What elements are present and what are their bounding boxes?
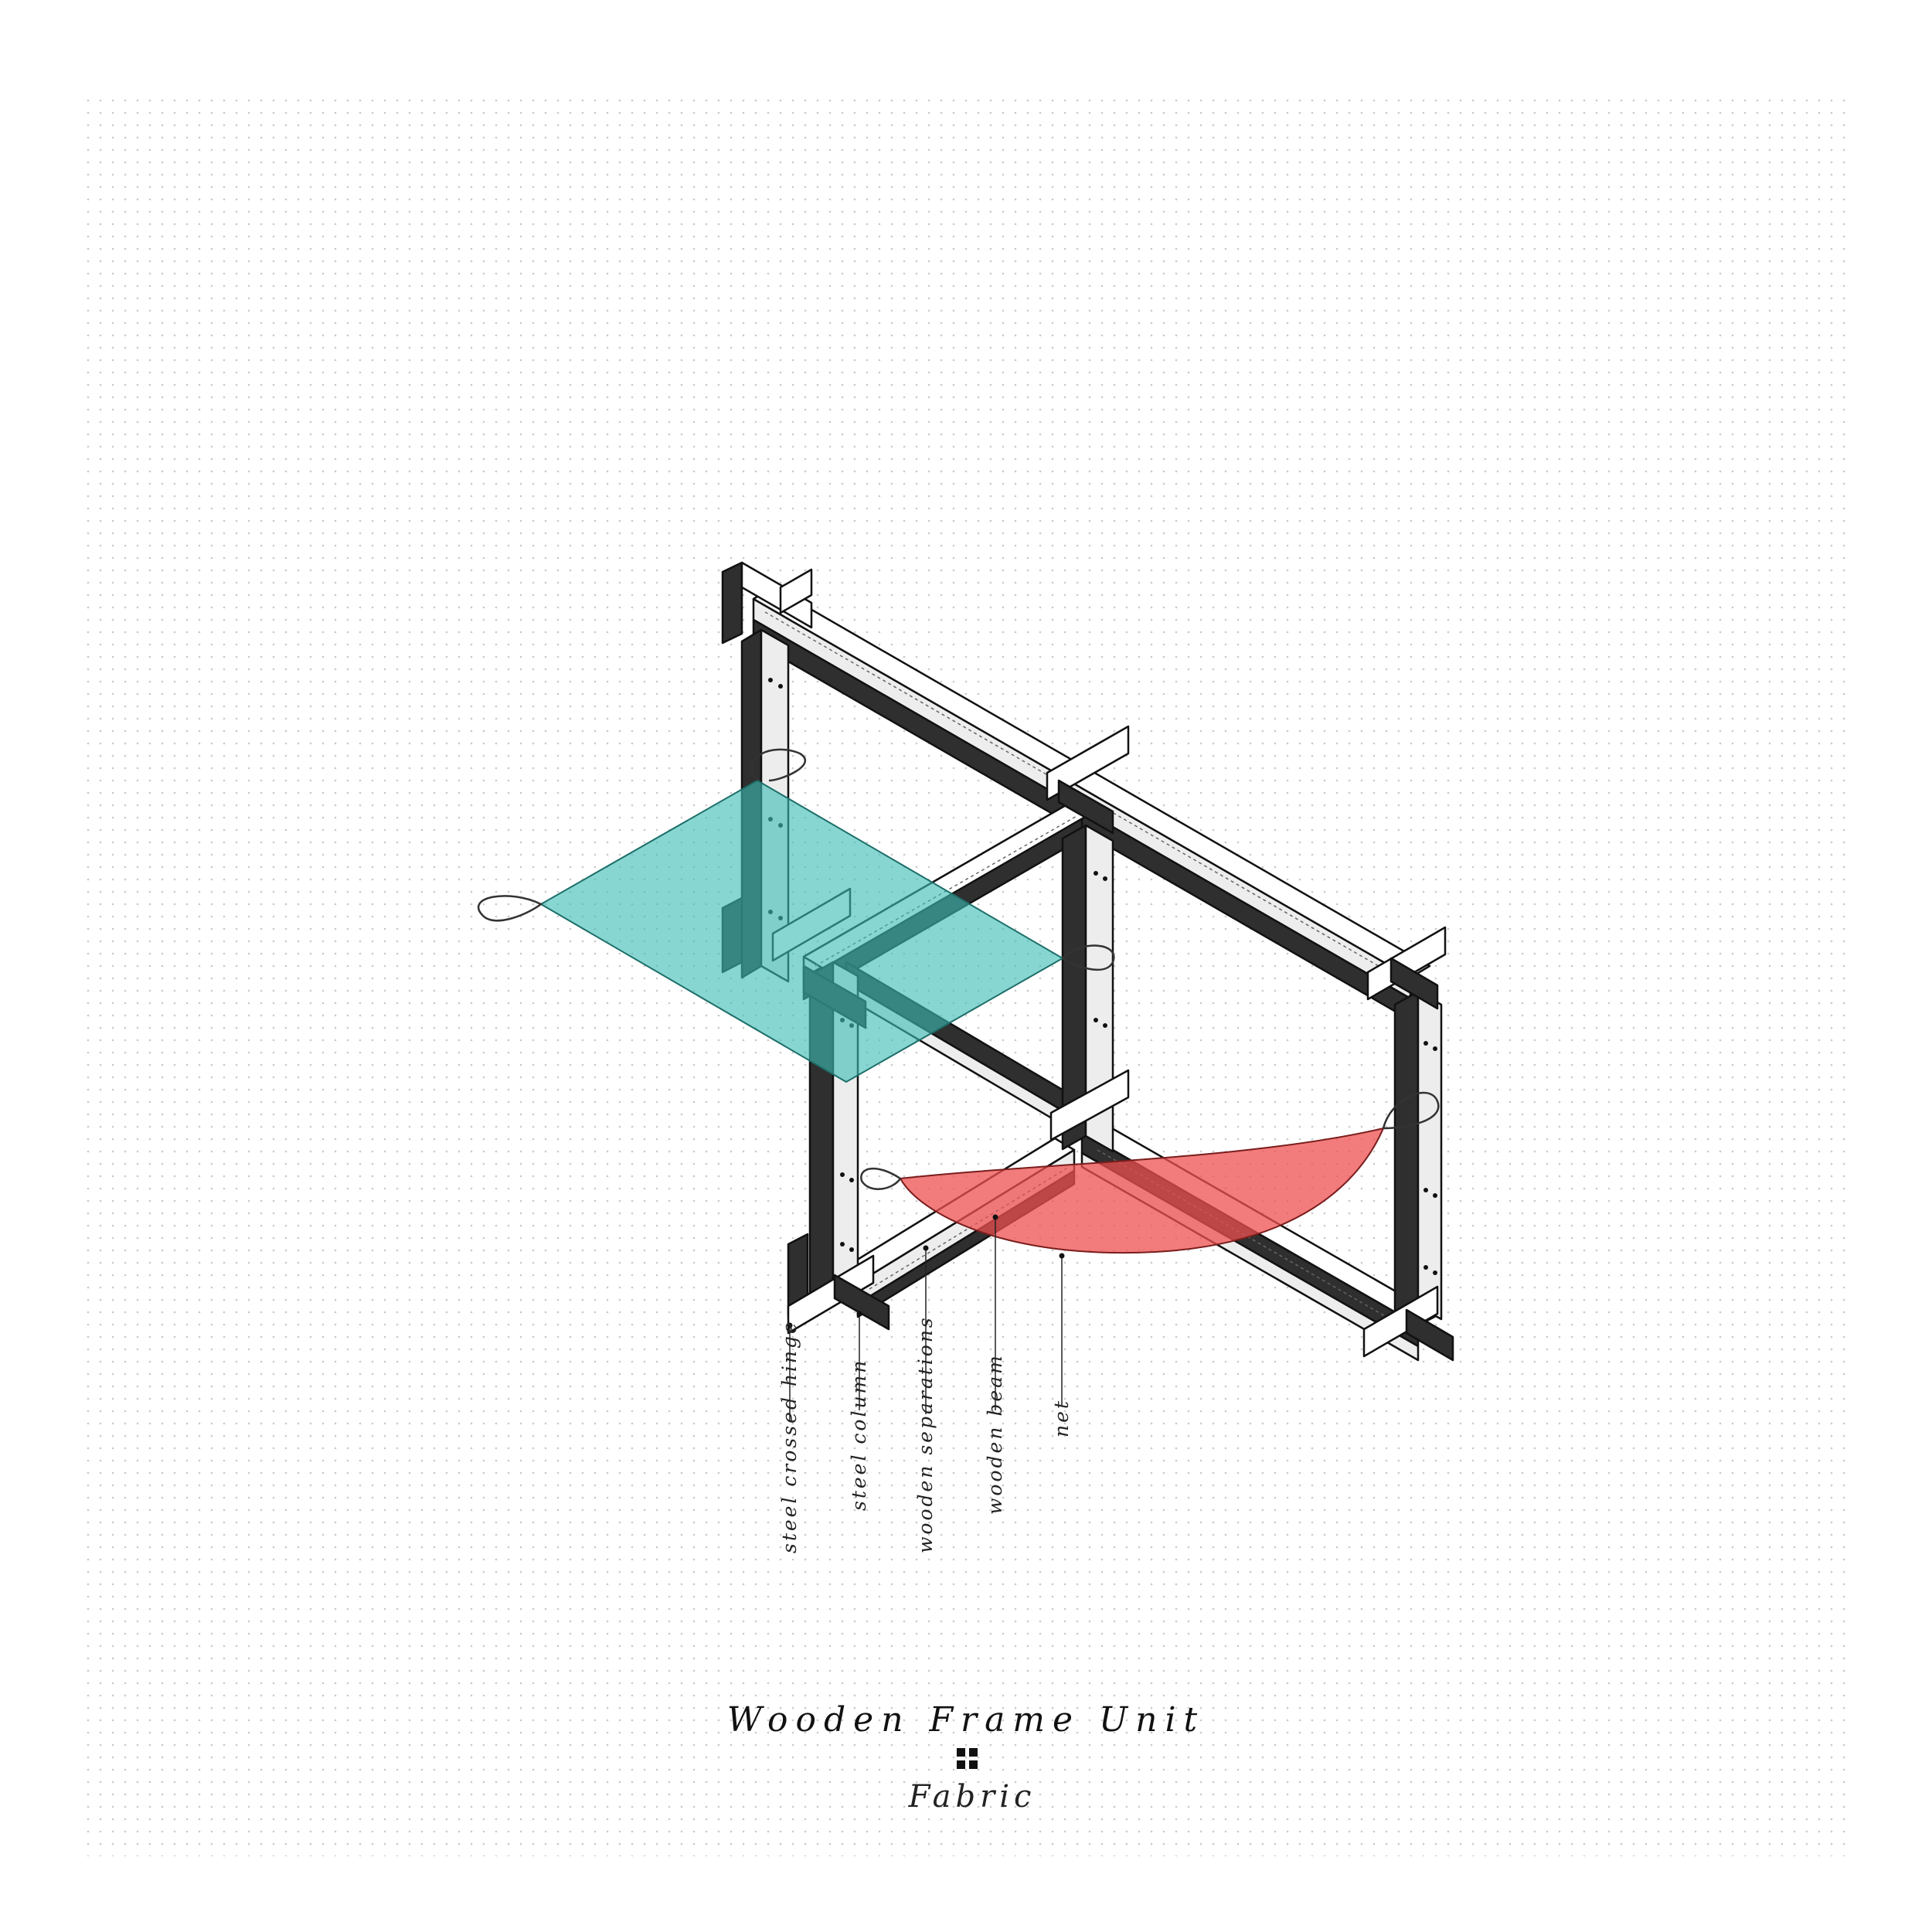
steel-crossed-hinge-center-top <box>1046 725 1130 835</box>
steel-crossed-hinge-right-top <box>1366 926 1447 1010</box>
leader-lines <box>789 1217 1063 1422</box>
steel-crossed-hinge-top-left <box>721 561 813 645</box>
steel-crossed-hinge-bottom-right <box>1362 1285 1454 1362</box>
label-steel-column: steel column <box>848 1359 870 1511</box>
diagram-title: Wooden Frame Unit <box>727 1700 1205 1740</box>
steel-crossed-hinge-center-bottom <box>1049 1069 1130 1141</box>
leader-dots <box>787 1214 1065 1328</box>
diagram-subtitle: Fabric <box>908 1779 1036 1815</box>
plan-grid-icon <box>957 1748 978 1769</box>
steel-crossed-hinge-bottom-left <box>787 1233 890 1335</box>
label-wooden-separations: wooden separations <box>914 1315 937 1553</box>
label-net: net <box>1050 1399 1073 1437</box>
net-red-hammock <box>860 1091 1440 1253</box>
steel-column-center <box>1061 824 1114 1153</box>
fabric-cyan-sheet <box>477 748 1115 1083</box>
steel-column-right <box>1393 990 1443 1321</box>
label-wooden-beam: wooden beam <box>984 1353 1006 1515</box>
label-steel-crossed-hinge: steel crossed hinge <box>778 1320 801 1553</box>
